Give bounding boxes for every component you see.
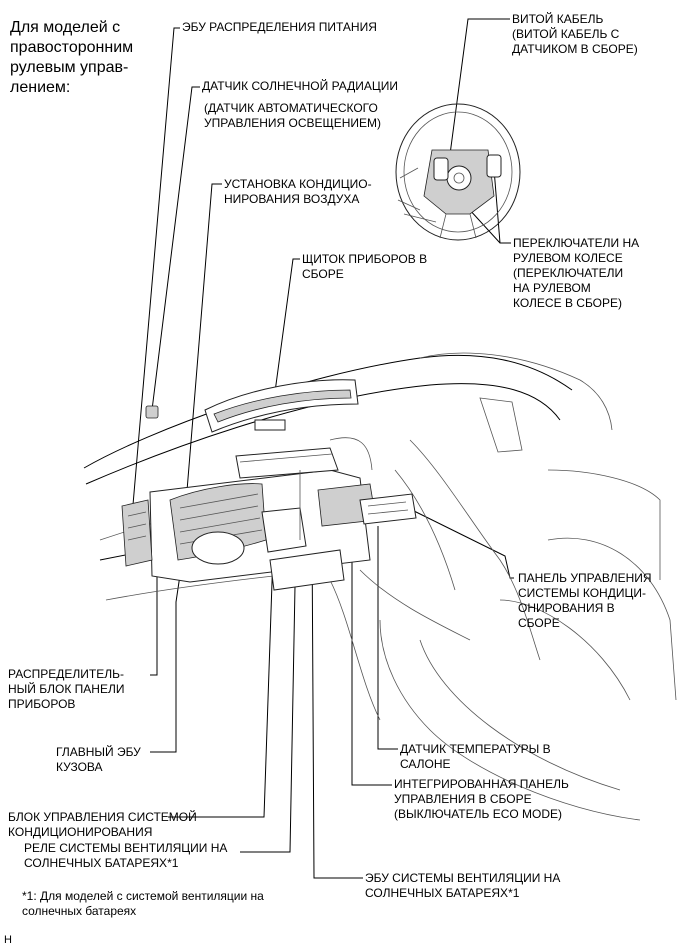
label-steering-switches: ПЕРЕКЛЮЧАТЕЛИ НА РУЛЕВОМ КОЛЕСЕ (ПЕРЕКЛЮ… xyxy=(513,236,640,310)
label-main-body-ecu: ГЛАВНЫЙ ЭБУ КУЗОВА xyxy=(56,745,141,774)
instrument-cluster-drawing xyxy=(204,379,359,433)
page-heading: Для моделей с правосторонним рулевым упр… xyxy=(10,19,134,96)
label-ac-control-panel: ПАНЕЛЬ УПРАВЛЕНИЯ СИСТЕМЫ КОНДИЦИ- ОНИРО… xyxy=(518,571,652,630)
footnote: *1: Для моделей с системой вентиляции на… xyxy=(22,889,264,918)
junction-block-drawing xyxy=(121,499,153,567)
label-solar-vent-ecu: ЭБУ СИСТЕМЫ ВЕНТИЛЯЦИИ НА СОЛНЕЧНЫХ БАТА… xyxy=(365,871,561,900)
label-instrument-cluster: ЩИТОК ПРИБОРОВ В СБОРЕ xyxy=(302,252,428,281)
leader-lines xyxy=(130,18,514,879)
solar-sensor-drawing xyxy=(145,405,159,419)
label-power-ecu: ЭБУ РАСПРЕДЕЛЕНИЯ ПИТАНИЯ xyxy=(182,20,377,34)
label-solar-vent-relay: РЕЛЕ СИСТЕМЫ ВЕНТИЛЯЦИИ НА СОЛНЕЧНЫХ БАТ… xyxy=(24,841,228,870)
corner-code: H xyxy=(4,934,12,946)
ac-unit-drawing xyxy=(149,437,377,591)
label-spiral-cable: ВИТОЙ КАБЕЛЬ (ВИТОЙ КАБЕЛЬ С ДАТЧИКОМ В … xyxy=(512,12,638,56)
steering-wheel-drawing xyxy=(395,103,521,241)
label-cabin-temp-sensor: ДАТЧИК ТЕМПЕРАТУРЫ В САЛОНЕ xyxy=(400,742,551,771)
ac-panel-drawing xyxy=(359,493,417,525)
label-solar-sensor: ДАТЧИК СОЛНЕЧНОЙ РАДИАЦИИ xyxy=(202,79,399,93)
label-integrated-panel: ИНТЕГРИРОВАННАЯ ПАНЕЛЬ УПРАВЛЕНИЯ В СБОР… xyxy=(394,777,569,821)
dashboard-drawing xyxy=(83,352,677,821)
label-ac-control-unit: БЛОК УПРАВЛЕНИЯ СИСТЕМОЙ КОНДИЦИОНИРОВАН… xyxy=(8,810,197,839)
label-solar-sensor-sub: (ДАТЧИК АВТОМАТИЧЕСКОГО УПРАВЛЕНИЯ ОСВЕЩ… xyxy=(204,101,382,130)
label-ac-unit: УСТАНОВКА КОНДИЦИО- НИРОВАНИЯ ВОЗДУХА xyxy=(224,177,372,206)
label-junction-block: РАСПРЕДЕЛИТЕЛЬ- НЫЙ БЛОК ПАНЕЛИ ПРИБОРОВ xyxy=(8,667,125,711)
